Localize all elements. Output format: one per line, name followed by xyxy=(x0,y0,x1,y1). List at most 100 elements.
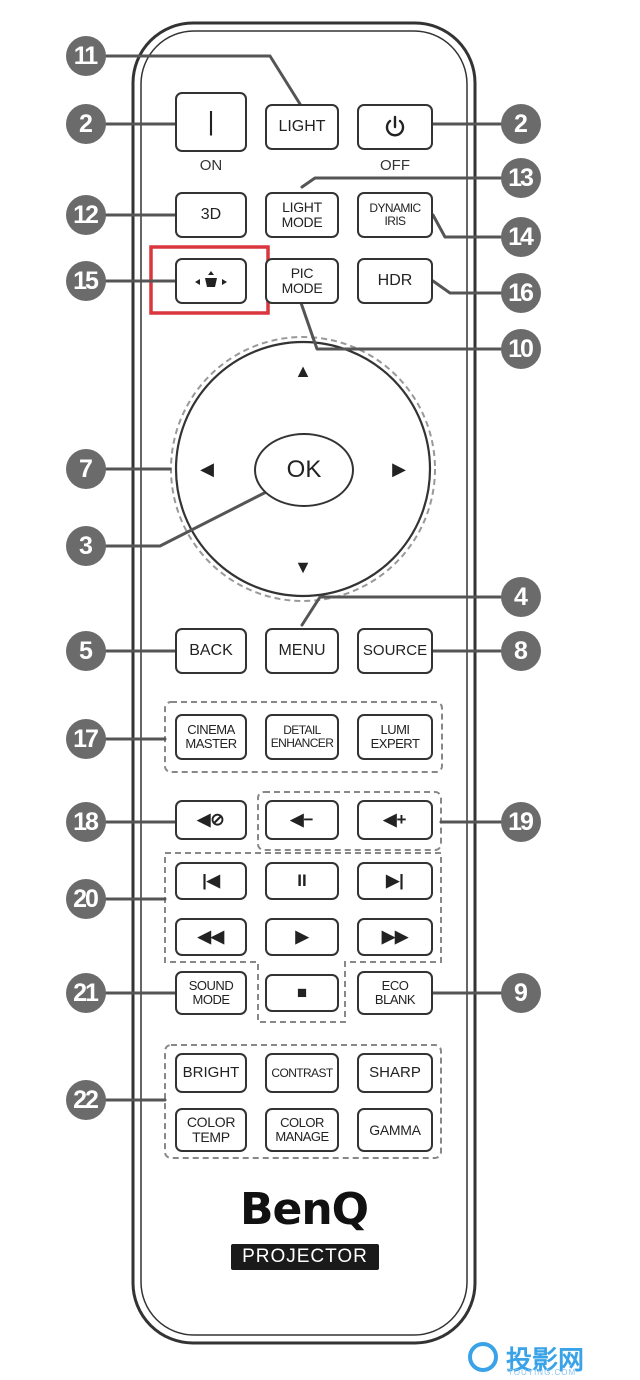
lumi-expert-line1: LUMI xyxy=(380,722,410,738)
play-button[interactable]: ▶ xyxy=(265,918,339,956)
back-button[interactable]: BACK xyxy=(175,628,247,674)
callout-5: 5 xyxy=(66,631,106,671)
callout-14: 14 xyxy=(501,217,541,257)
brand-projector-badge: PROJECTOR xyxy=(231,1244,379,1270)
rewind-button[interactable]: ◀◀ xyxy=(175,918,247,956)
remote-body-inner xyxy=(140,30,468,1336)
ok-button[interactable]: OK xyxy=(254,433,354,507)
mute-button[interactable]: ◀⊘ xyxy=(175,800,247,840)
3d-button[interactable]: 3D xyxy=(175,192,247,238)
light-mode-button[interactable]: LIGHT MODE xyxy=(265,192,339,238)
arrow-up-icon: ▲ xyxy=(294,360,312,381)
fast-forward-icon: ▶▶ xyxy=(381,927,409,947)
leader-3 xyxy=(104,483,282,548)
fast-forward-button[interactable]: ▶▶ xyxy=(357,918,433,956)
nav-up-button[interactable]: ▲ xyxy=(289,357,317,385)
pic-mode-line1: PIC xyxy=(290,265,314,282)
detail-enhancer-line2: ENHANCER xyxy=(270,736,334,750)
skip-next-button[interactable]: ▶| xyxy=(357,862,433,900)
light-button[interactable]: LIGHT xyxy=(265,104,339,150)
nav-down-button[interactable]: ▼ xyxy=(289,553,317,581)
callout-3: 3 xyxy=(66,526,106,566)
sound-mode-button[interactable]: SOUND MODE xyxy=(175,971,247,1015)
color-temp-button[interactable]: COLOR TEMP xyxy=(175,1108,247,1152)
mute-icon: ◀⊘ xyxy=(197,810,225,830)
3d-label: 3D xyxy=(200,205,222,223)
light-label: LIGHT xyxy=(278,117,326,135)
power-on-symbol: | xyxy=(207,106,215,137)
arrow-down-icon: ▼ xyxy=(294,556,312,577)
callout-2-right: 2 xyxy=(501,104,541,144)
color-manage-line2: MANAGE xyxy=(275,1129,329,1144)
watermark: 投影网 TOUYING.COM xyxy=(468,1340,638,1377)
pause-button[interactable]: II xyxy=(265,862,339,900)
gamma-button[interactable]: GAMMA xyxy=(357,1108,433,1152)
leader-14 xyxy=(431,213,503,239)
menu-label: MENU xyxy=(278,641,326,659)
callout-10: 10 xyxy=(501,329,541,369)
color-temp-line1: COLOR xyxy=(186,1114,236,1131)
sharp-label: SHARP xyxy=(369,1064,421,1082)
source-button[interactable]: SOURCE xyxy=(357,628,433,674)
stop-icon: ■ xyxy=(296,983,308,1003)
skip-previous-button[interactable]: |◀ xyxy=(175,862,247,900)
watermark-ring-icon xyxy=(468,1342,498,1372)
eco-blank-line2: BLANK xyxy=(374,992,416,1007)
source-label: SOURCE xyxy=(362,642,428,660)
callout-22: 22 xyxy=(66,1080,106,1120)
menu-button[interactable]: MENU xyxy=(265,628,339,674)
callout-7: 7 xyxy=(66,449,106,489)
cinema-master-button[interactable]: CINEMA MASTER xyxy=(175,714,247,760)
nav-left-button[interactable]: ◀ xyxy=(193,455,221,483)
callout-12: 12 xyxy=(66,195,106,235)
callout-2-left: 2 xyxy=(66,104,106,144)
callout-19: 19 xyxy=(501,802,541,842)
group-picture-enhance xyxy=(164,701,443,773)
pic-mode-button[interactable]: PIC MODE xyxy=(265,258,339,304)
contrast-label: CONTRAST xyxy=(271,1065,333,1080)
hdr-button[interactable]: HDR xyxy=(357,258,433,304)
sound-mode-line1: SOUND xyxy=(188,978,234,994)
power-off-label: OFF xyxy=(380,157,410,174)
power-on-button[interactable]: | xyxy=(175,92,247,152)
detail-enhancer-button[interactable]: DETAIL ENHANCER xyxy=(265,714,339,760)
group-media xyxy=(164,852,442,1023)
leader-4 xyxy=(300,595,503,627)
power-icon xyxy=(385,115,405,137)
callout-8: 8 xyxy=(501,631,541,671)
bright-button[interactable]: BRIGHT xyxy=(175,1053,247,1093)
volume-up-button[interactable]: ◀+ xyxy=(357,800,433,840)
arrow-left-icon: ◀ xyxy=(200,458,214,479)
eco-blank-line1: ECO xyxy=(381,978,409,994)
callout-16: 16 xyxy=(501,273,541,313)
nav-ring xyxy=(174,340,432,598)
leader-10 xyxy=(298,298,503,351)
sharp-button[interactable]: SHARP xyxy=(357,1053,433,1093)
contrast-button[interactable]: CONTRAST xyxy=(265,1053,339,1093)
dynamic-iris-line2: IRIS xyxy=(384,214,407,228)
eco-blank-button[interactable]: ECO BLANK xyxy=(357,971,433,1015)
callout-18: 18 xyxy=(66,802,106,842)
dynamic-iris-button[interactable]: DYNAMIC IRIS xyxy=(357,192,433,238)
keystone-button[interactable] xyxy=(175,258,247,304)
color-manage-button[interactable]: COLOR MANAGE xyxy=(265,1108,339,1152)
callout-20: 20 xyxy=(66,879,106,919)
volume-down-icon: ◀− xyxy=(290,810,314,830)
brand-logo: BenQ xyxy=(239,1184,369,1235)
stop-button[interactable]: ■ xyxy=(265,974,339,1012)
keystone-icon xyxy=(195,271,227,287)
nav-right-button[interactable]: ▶ xyxy=(385,455,413,483)
skip-previous-icon: |◀ xyxy=(202,871,220,891)
lumi-expert-button[interactable]: LUMI EXPERT xyxy=(357,714,433,760)
skip-next-icon: ▶| xyxy=(386,871,404,891)
power-off-button[interactable] xyxy=(357,104,433,150)
volume-up-icon: ◀+ xyxy=(383,810,407,830)
leader-13 xyxy=(300,176,503,189)
volume-down-button[interactable]: ◀− xyxy=(265,800,339,840)
callout-9: 9 xyxy=(501,973,541,1013)
ok-label: OK xyxy=(286,456,322,483)
bright-label: BRIGHT xyxy=(182,1064,240,1082)
remote-body-outer xyxy=(131,21,477,1345)
